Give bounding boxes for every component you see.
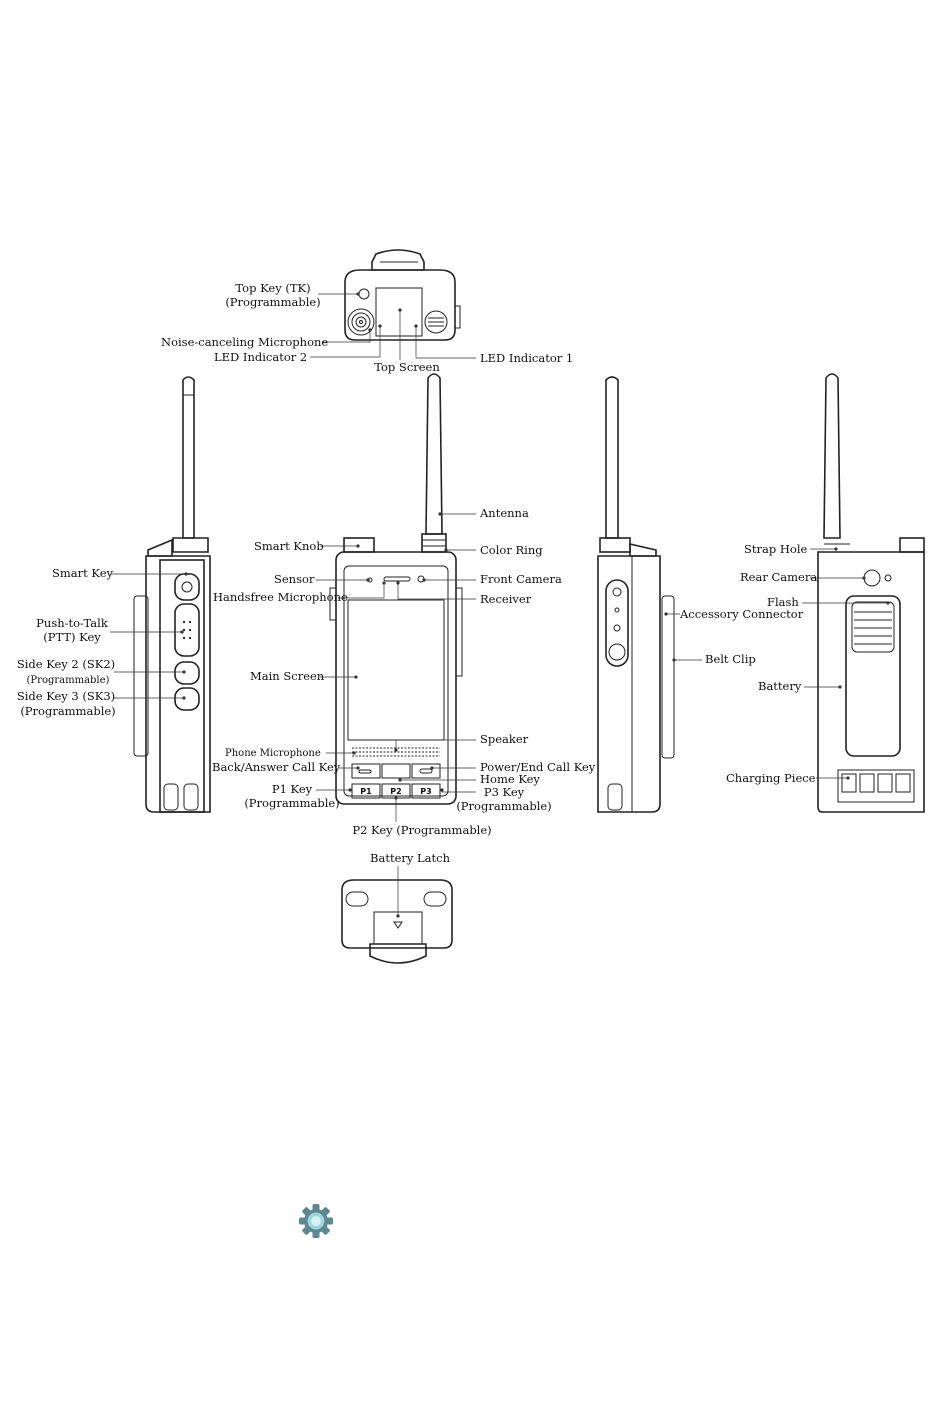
labels: Top Key (TK) (Programmable) Noise-cancel… <box>17 281 818 865</box>
bottom-view <box>341 879 453 964</box>
label-power-end: Power/End Call Key <box>480 760 596 774</box>
settings-gear-icon[interactable] <box>298 1203 334 1239</box>
right-side-view <box>597 376 675 813</box>
label-belt-clip: Belt Clip <box>705 652 756 666</box>
label-flash: Flash <box>767 595 799 609</box>
label-top-screen: Top Screen <box>374 360 440 374</box>
top-knob <box>424 310 448 334</box>
back-view <box>817 373 925 813</box>
label-home-key: Home Key <box>480 772 540 786</box>
label-battery: Battery <box>758 679 802 693</box>
label-p3-prog: (Programmable) <box>456 799 551 813</box>
label-p1-prog: (Programmable) <box>244 796 339 810</box>
leader-lines <box>110 292 890 918</box>
label-speaker: Speaker <box>480 732 529 746</box>
label-sk3: Side Key 3 (SK3) <box>17 689 115 703</box>
key-p1: P1 <box>360 787 372 796</box>
label-phone-mic: Phone Microphone <box>225 748 321 759</box>
front-view: P1 P2 P3 <box>329 373 463 805</box>
label-handsfree-mic: Handsfree Microphone <box>213 590 348 604</box>
label-charging: Charging Piece <box>726 771 816 785</box>
label-accessory: Accessory Connector <box>679 607 804 621</box>
label-led2: LED Indicator 2 <box>214 350 307 364</box>
label-smart-knob: Smart Knob <box>254 539 324 553</box>
key-p2: P2 <box>390 787 401 796</box>
label-main-screen: Main Screen <box>250 669 325 683</box>
label-back-answer: Back/Answer Call Key <box>212 760 341 774</box>
label-noise-mic: Noise-canceling Microphone <box>161 335 328 349</box>
label-smart-key: Smart Key <box>52 566 114 580</box>
label-antenna: Antenna <box>479 506 529 520</box>
label-front-camera: Front Camera <box>480 572 562 586</box>
label-sensor: Sensor <box>274 572 315 586</box>
label-led1: LED Indicator 1 <box>480 351 573 365</box>
noise-mic-spiral <box>347 308 375 336</box>
label-sk2-prog: (Programmable) <box>27 675 110 686</box>
label-p3-key: P3 Key <box>484 785 525 799</box>
key-p3: P3 <box>420 787 431 796</box>
label-ptt-key: (PTT) Key <box>43 630 101 644</box>
label-battery-latch: Battery Latch <box>370 851 451 865</box>
left-side-view <box>133 376 211 813</box>
label-rear-camera: Rear Camera <box>740 570 817 584</box>
label-top-key: Top Key (TK) <box>235 281 310 295</box>
label-p2-key: P2 Key (Programmable) <box>352 823 491 837</box>
label-sk3-prog: (Programmable) <box>20 704 115 718</box>
top-view <box>344 249 461 341</box>
label-ptt: Push-to-Talk <box>36 616 109 630</box>
label-receiver: Receiver <box>480 592 532 606</box>
label-p1-key: P1 Key <box>272 782 313 796</box>
label-strap-hole: Strap Hole <box>744 542 808 556</box>
label-color-ring: Color Ring <box>480 543 543 557</box>
label-sk2: Side Key 2 (SK2) <box>17 657 115 671</box>
label-top-key-prog: (Programmable) <box>225 295 320 309</box>
